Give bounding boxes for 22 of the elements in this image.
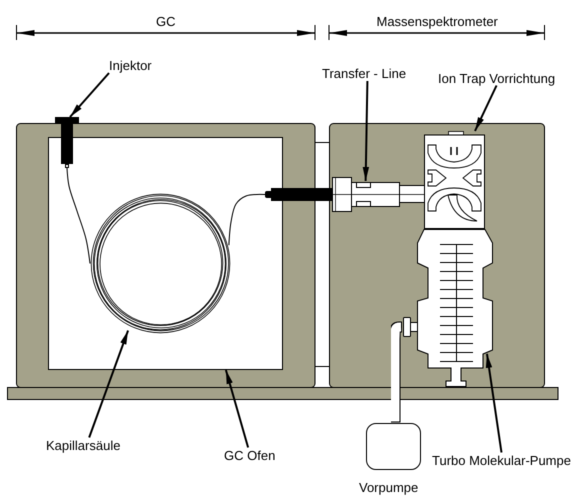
dimension-label: GC: [156, 14, 176, 29]
leader-arrow: [88, 330, 130, 438]
ion-trap-drawing: [424, 131, 485, 229]
callout-label: Vorpumpe: [359, 480, 420, 495]
leader-arrow: [69, 72, 110, 118]
capillary-coil: [90, 193, 231, 334]
oven-chamber: [48, 137, 283, 370]
capillary-line: [66, 168, 90, 264]
leader-arrow: [486, 354, 502, 453]
callout-label: Injektor: [109, 58, 152, 73]
leader-arrow: [362, 80, 370, 181]
callout-label: Ion Trap Vorrichtung: [438, 70, 556, 86]
injector-drawing: [55, 117, 79, 168]
capillary-line: [228, 194, 266, 246]
callout-label: GC Ofen: [224, 448, 276, 462]
dimension-label: Massenspektrometer: [376, 14, 498, 29]
turbo-pump-drawing: [403, 229, 493, 387]
callout-label: Transfer - Line: [322, 66, 406, 81]
callout-label: Turbo Molekular-Pumpe: [432, 452, 571, 468]
leader-arrow: [474, 85, 498, 132]
callout-label: Kapillarsäule: [46, 438, 120, 452]
leader-arrow: [224, 370, 250, 448]
